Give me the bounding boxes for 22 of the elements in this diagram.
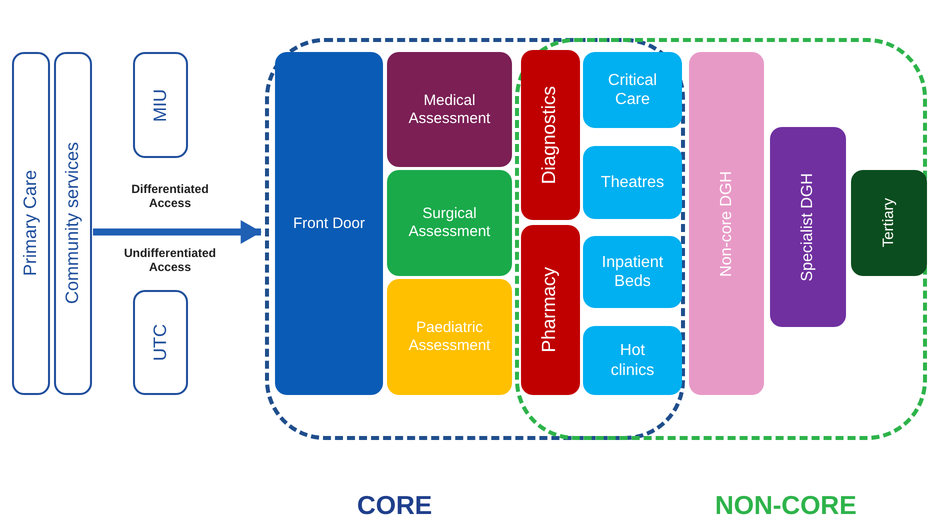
service-box: Tertiary xyxy=(851,170,927,276)
service-box: Paediatric Assessment xyxy=(387,279,512,395)
service-box: Theatres xyxy=(583,146,682,219)
service-box: Front Door xyxy=(275,52,383,395)
service-bar: Non-core DGH xyxy=(689,52,764,395)
service-bar: Pharmacy xyxy=(521,225,580,395)
service-bar: Diagnostics xyxy=(521,50,580,220)
arrow-label: Undifferentiated Access xyxy=(122,246,217,274)
service-box: Inpatient Beds xyxy=(583,236,682,308)
service-box: Hot clinics xyxy=(583,326,682,395)
service-box: UTC xyxy=(133,290,188,395)
service-box: Surgical Assessment xyxy=(387,170,512,276)
service-bar: Specialist DGH xyxy=(770,127,846,327)
service-box: Critical Care xyxy=(583,52,682,128)
service-bar: Community services xyxy=(54,52,92,395)
service-bar: Primary Care xyxy=(12,52,50,395)
region-heading: NON-CORE xyxy=(715,490,857,522)
service-box: Medical Assessment xyxy=(387,52,512,167)
arrow-label: Differentiated Access xyxy=(130,182,210,210)
service-box: MIU xyxy=(133,52,188,158)
arrow xyxy=(93,220,262,244)
region-heading: CORE xyxy=(357,490,432,522)
